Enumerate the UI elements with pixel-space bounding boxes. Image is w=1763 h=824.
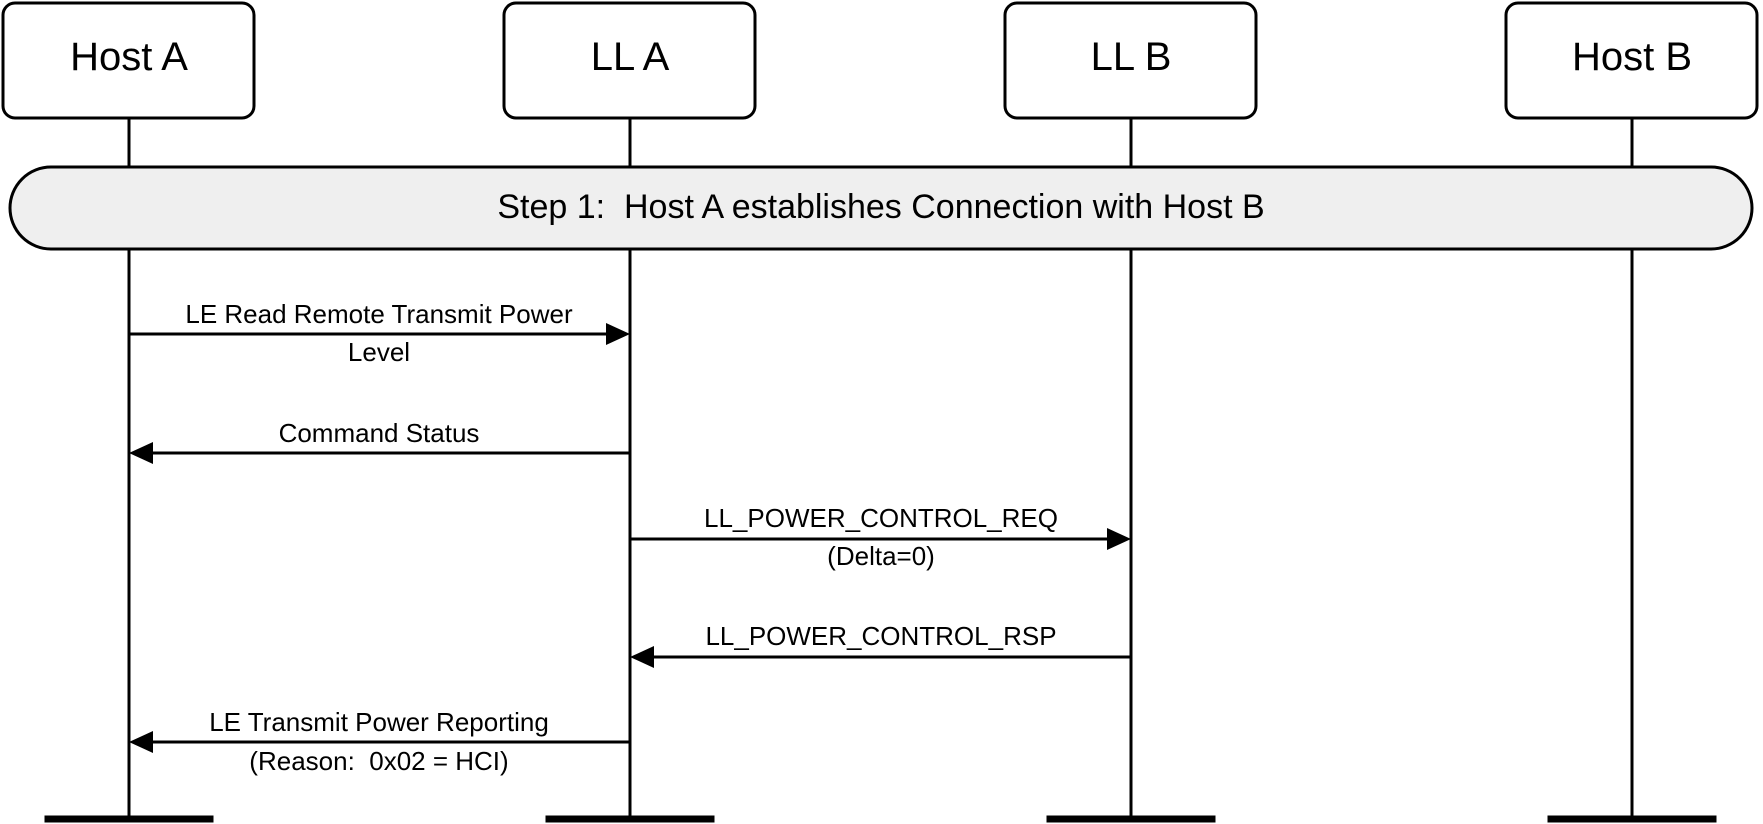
step-banner: Step 1: Host A establishes Connection wi… <box>8 165 1754 251</box>
participant-ll-a: LL A <box>502 1 757 120</box>
message-label-line-1: LL_POWER_CONTROL_RSP <box>705 621 1056 651</box>
arrowhead <box>129 731 153 753</box>
message-3: LL_POWER_CONTROL_REQ (Delta=0) <box>630 503 1131 571</box>
message-5: LE Transmit Power Reporting (Reason: 0x0… <box>129 707 630 776</box>
message-label-line-2: (Delta=0) <box>827 541 935 571</box>
participant-box <box>502 1 757 120</box>
participant-host-b: Host B <box>1504 1 1759 120</box>
participant-box <box>1 1 256 120</box>
step-label: Step 1: Host A establishes Connection wi… <box>497 188 1264 226</box>
message-label-line-1: LE Read Remote Transmit Power <box>185 299 573 329</box>
message-label-line-1: LE Transmit Power Reporting <box>209 707 549 737</box>
participant-label: LL A <box>591 35 670 79</box>
arrowhead <box>630 646 654 668</box>
arrowhead <box>129 442 153 464</box>
participant-label: Host A <box>70 35 188 79</box>
message-label-line-1: Command Status <box>279 418 480 448</box>
participant-box <box>1504 1 1759 120</box>
participant-host-a: Host A <box>1 1 256 120</box>
arrowhead <box>606 323 630 345</box>
message-2: Command Status <box>129 418 630 464</box>
message-label-line-2: (Reason: 0x02 = HCI) <box>249 746 508 776</box>
message-4: LL_POWER_CONTROL_RSP <box>630 621 1131 668</box>
participant-ll-b: LL B <box>1003 1 1258 120</box>
participant-label: Host B <box>1572 35 1692 79</box>
message-label-line-2: Level <box>348 337 410 367</box>
arrowhead <box>1107 528 1131 550</box>
participant-label: LL B <box>1091 35 1172 79</box>
step-box <box>8 165 1754 251</box>
message-label-line-1: LL_POWER_CONTROL_REQ <box>704 503 1058 533</box>
message-1: LE Read Remote Transmit Power Level <box>129 299 630 367</box>
participant-box <box>1003 1 1258 120</box>
